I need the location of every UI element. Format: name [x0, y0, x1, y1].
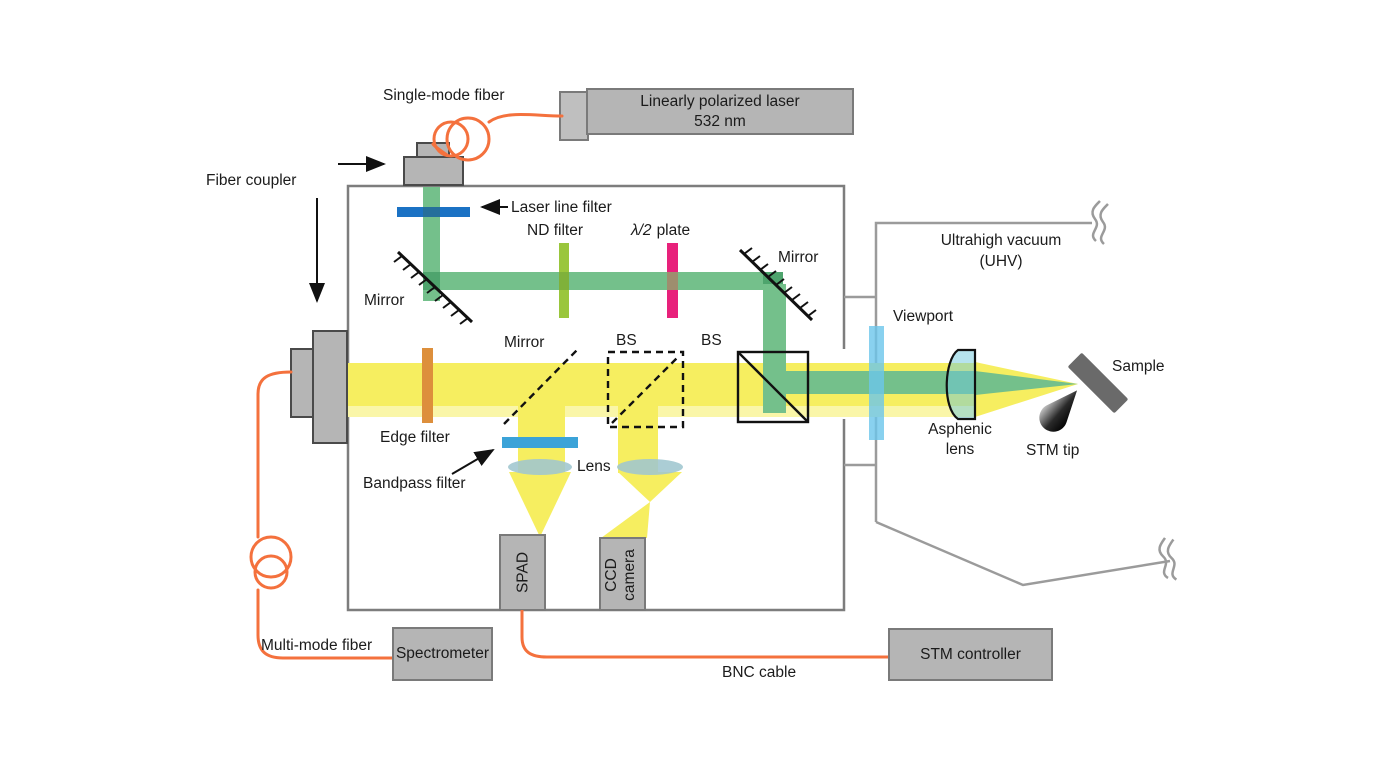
sample-label: Sample	[1112, 358, 1165, 375]
laser-box: Linearly polarized laser 532 nm	[586, 88, 854, 135]
bs-dashed-label: BS	[616, 332, 637, 349]
break-squiggle-bottom	[1158, 537, 1178, 581]
stm-controller-label: STM controller	[920, 645, 1021, 663]
bandpass-filter-label: Bandpass filter	[363, 475, 466, 492]
stm-controller-box: STM controller	[888, 628, 1053, 681]
laser-label-line2: 532 nm	[694, 112, 746, 130]
ccd-label-line1: CCD	[603, 558, 620, 592]
fiber-coupler-label: Fiber coupler	[206, 172, 297, 189]
annotation-arrows	[309, 156, 508, 475]
fiber-coupler-left	[290, 330, 348, 444]
beamsplitter-solid	[736, 350, 810, 424]
aspheric-label-line2: lens	[945, 441, 975, 458]
half-wave-symbol: λ/2	[631, 222, 652, 239]
ccd-cone-upper	[618, 472, 682, 502]
ccd-cone-lower	[601, 502, 650, 538]
flip-mirror-dashed	[503, 348, 579, 425]
flip-mirror-label: Mirror	[504, 334, 545, 351]
spectrometer-box: Spectrometer	[392, 627, 493, 681]
ccd-camera-box	[599, 537, 646, 611]
uhv-label-line2: (UHV)	[979, 253, 1023, 270]
break-squiggle-top	[1091, 200, 1109, 245]
aspheric-label-line1: Asphenic	[928, 421, 992, 438]
bs-solid-label: BS	[701, 332, 722, 349]
single-mode-fiber-label: Single-mode fiber	[383, 87, 505, 104]
nd-filter-label: ND filter	[527, 222, 583, 239]
beamsplitter-dashed	[606, 350, 685, 429]
laser-ferrule	[559, 91, 589, 141]
lens-label: Lens	[577, 458, 611, 475]
aspheric-lens	[945, 348, 977, 421]
mirror-top-right-label: Mirror	[778, 249, 819, 266]
half-wave-plate-beam-overlap	[667, 272, 678, 290]
beam-to-spad	[518, 372, 565, 473]
beam-to-ccd	[618, 372, 658, 473]
ccd-lens	[617, 459, 683, 475]
bnc-cable-label: BNC cable	[722, 664, 797, 681]
nd-filter-beam-overlap	[559, 272, 569, 290]
edge-filter-label: Edge filter	[380, 429, 450, 446]
stm-tip-cone	[1039, 390, 1078, 432]
edge-filter	[422, 348, 433, 423]
multi-mode-fiber-line	[249, 370, 394, 660]
spad-lens	[508, 459, 572, 475]
sample-cone-green	[975, 371, 1078, 395]
half-wave-word: plate	[656, 222, 691, 239]
viewport-label: Viewport	[893, 308, 954, 325]
single-mode-fiber-line	[431, 113, 564, 162]
fiber-coupler-top	[403, 142, 464, 186]
mirror-top-left-label: Mirror	[364, 292, 405, 309]
bandpass-filter	[502, 437, 578, 448]
sample-plate	[1068, 353, 1128, 413]
uhv-label-line1: Ultrahigh vacuum	[940, 232, 1062, 249]
spad-focus-cone	[509, 472, 571, 537]
stm-tip-label: STM tip	[1026, 442, 1080, 459]
aspheric-lens-label: Asphenic lens	[903, 420, 1017, 460]
uhv-label: Ultrahigh vacuum (UHV)	[915, 230, 1087, 272]
bandpass-filter-arrow	[451, 448, 495, 475]
bnc-cable-line	[520, 610, 889, 659]
spectrometer-label: Spectrometer	[395, 645, 490, 662]
viewport-window	[869, 326, 884, 440]
multi-mode-fiber-label: Multi-mode fiber	[261, 637, 373, 654]
laser-label-line1: Linearly polarized laser	[640, 92, 800, 110]
spad-label: SPAD	[514, 551, 532, 594]
ccd-label-line2: camera	[621, 549, 638, 601]
mirror-top-right	[738, 247, 817, 322]
laser-line-filter-beam-overlap	[423, 207, 440, 217]
ccd-camera-label: CCD camera	[603, 530, 641, 620]
laser-line-filter-label: Laser line filter	[511, 199, 612, 216]
mirror-top-left	[393, 250, 474, 325]
